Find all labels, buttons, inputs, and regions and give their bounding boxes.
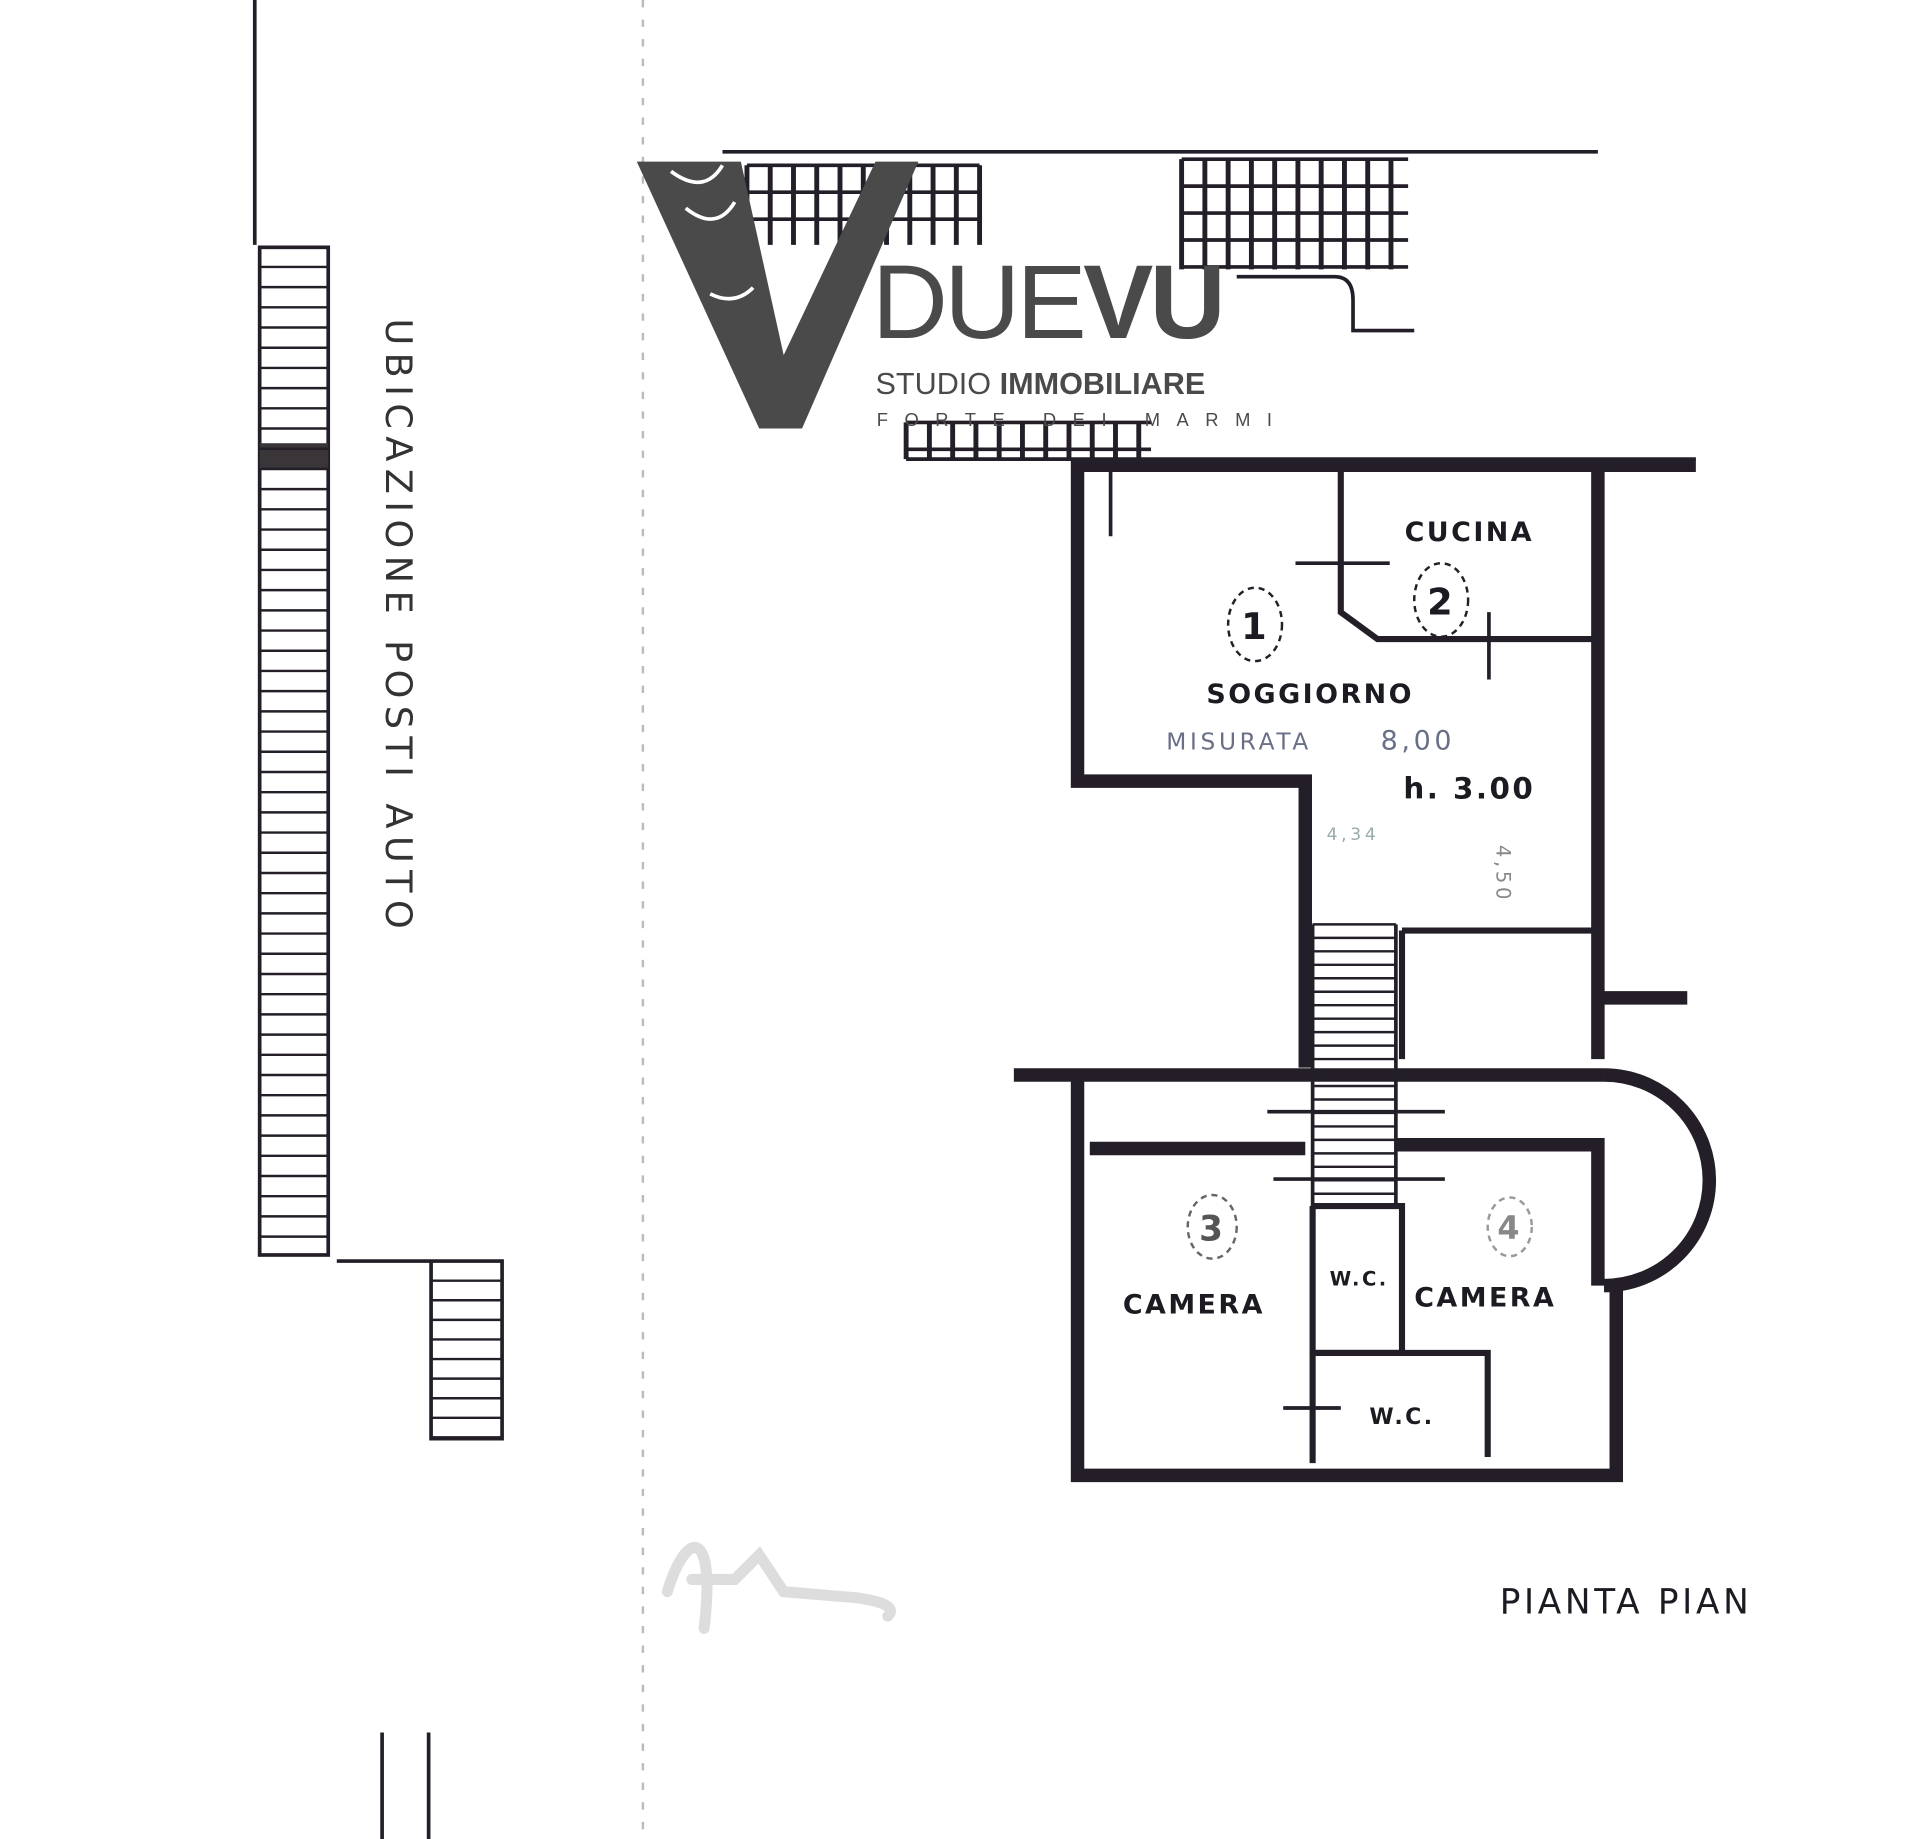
logo-face-detail [669, 164, 755, 301]
measured-label: MISURATA [1166, 728, 1312, 755]
room-label-camera-2: CAMERA [1414, 1282, 1556, 1313]
svg-text:3: 3 [1199, 1209, 1225, 1249]
room-label-cucina: CUCINA [1405, 517, 1534, 548]
upper-pipe [1236, 274, 1415, 333]
logo-v-mark [636, 161, 919, 429]
dimension-450: 4,50 [1491, 845, 1514, 903]
logo-brand: DUEVU [872, 244, 1222, 361]
internal-staircase [1310, 923, 1398, 1207]
dimension-434: 4,34 [1327, 825, 1380, 845]
door-marks [1108, 471, 1491, 1410]
svg-text:2: 2 [1427, 581, 1455, 624]
signature-mark [661, 1542, 896, 1634]
room-number-2: 2 [1413, 561, 1470, 638]
ceiling-height: h. 3.00 [1403, 771, 1535, 805]
svg-text:4: 4 [1497, 1209, 1522, 1247]
room-label-soggiorno: SOGGIORNO [1206, 679, 1414, 710]
room-number-1: 1 [1226, 586, 1284, 663]
room-label-camera-1: CAMERA [1123, 1290, 1265, 1321]
upper-stairs [744, 157, 1409, 460]
measured-value: 8,00 [1381, 725, 1456, 756]
logo-line2: FORTE DEI MARMI [877, 409, 1289, 430]
duevu-logo: DUEVU STUDIO IMMOBILIARE FORTE DEI MARMI [636, 161, 1289, 430]
room-label-wc-2: W.C. [1369, 1405, 1434, 1430]
svg-text:1: 1 [1241, 605, 1269, 648]
room-number-3: 3 [1186, 1193, 1238, 1260]
apartment-walls [1013, 458, 1716, 1483]
logo-line1: STUDIO IMMOBILIARE [876, 367, 1206, 401]
parking-strip [257, 245, 331, 1257]
plan-title: PIANTA PIAN [1500, 1583, 1753, 1623]
room-number-4: 4 [1486, 1196, 1534, 1258]
parking-block [336, 1259, 504, 1441]
parking-location-label: UBICAZIONE POSTI AUTO [377, 318, 420, 936]
room-label-wc-1: W.C. [1330, 1268, 1389, 1291]
parking-block-lines [431, 1279, 503, 1439]
